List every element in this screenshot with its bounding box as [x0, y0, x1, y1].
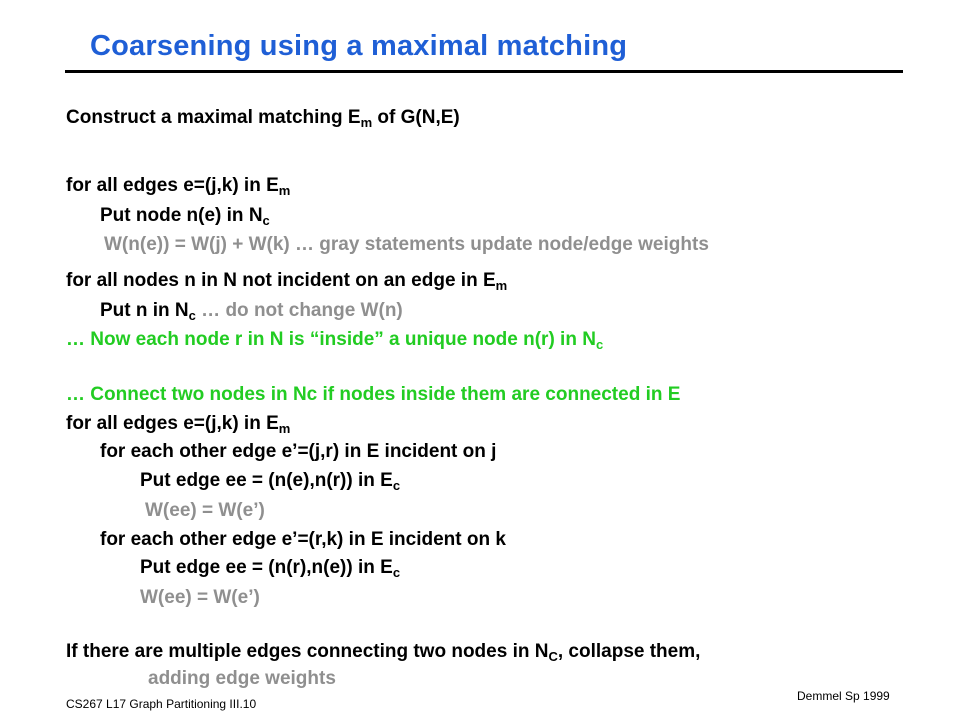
line-adding-weights: adding edge weights: [148, 668, 336, 689]
line-inside-comment: … Now each node r in N is “inside” a uni…: [66, 329, 604, 352]
footer-course: CS267 L17 Graph Partitioning III.10: [66, 697, 257, 711]
line-edge-weight-1: W(ee) = W(e’): [145, 500, 265, 521]
line-put-edge-ner: Put edge ee = (n(e),n(r)) in Ec: [140, 470, 401, 493]
footer-author: Demmel Sp 1999: [797, 689, 890, 703]
line-put-edge-nre: Put edge ee = (n(r),n(e)) in Ec: [140, 557, 401, 580]
line-for-each-edge-k: for each other edge e’=(r,k) in E incide…: [100, 529, 506, 550]
line-put-node: Put node n(e) in Nc: [100, 205, 270, 228]
line-put-n: Put n in Nc … do not change W(n): [100, 300, 403, 323]
line-multiple-edges: If there are multiple edges connecting t…: [66, 641, 701, 664]
title-underline: [65, 70, 903, 73]
line-for-all-nodes: for all nodes n in N not incident on an …: [66, 270, 508, 293]
line-for-all-edges-2: for all edges e=(j,k) in Em: [66, 413, 291, 436]
line-edge-weight-2: W(ee) = W(e’): [140, 587, 260, 608]
line-construct-matching: Construct a maximal matching Em of G(N,E…: [66, 107, 460, 130]
line-node-weight-update: W(n(e)) = W(j) + W(k) … gray statements …: [104, 234, 709, 255]
line-for-each-edge-j: for each other edge e’=(j,r) in E incide…: [100, 441, 497, 462]
line-connect-comment: … Connect two nodes in Nc if nodes insid…: [66, 384, 681, 405]
slide-title: Coarsening using a maximal matching: [90, 30, 628, 62]
line-for-all-edges: for all edges e=(j,k) in Em: [66, 175, 291, 198]
